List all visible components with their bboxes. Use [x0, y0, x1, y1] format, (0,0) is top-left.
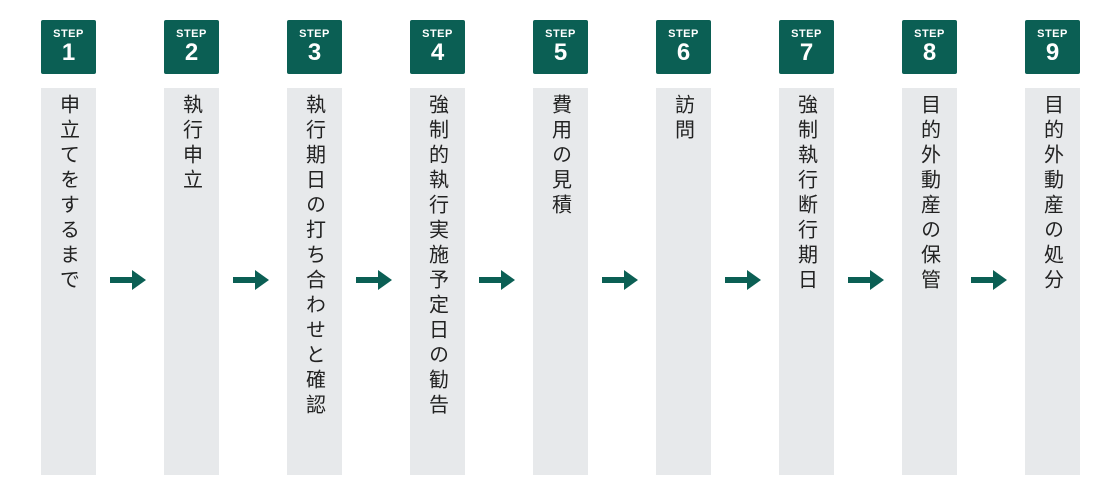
step-panel: 申立てをするまで — [41, 88, 96, 475]
arrow-right-icon — [110, 270, 146, 290]
step-number: 7 — [799, 39, 814, 66]
step-badge: STEP 8 — [902, 20, 957, 74]
step-text: 目的外動産の処分 — [1040, 94, 1065, 294]
step-1: STEP 1 申立てをするまで — [41, 20, 96, 475]
arrow-right-icon — [356, 270, 392, 290]
step-badge: STEP 1 — [41, 20, 96, 74]
step-number: 1 — [61, 39, 76, 66]
step-badge: STEP 2 — [164, 20, 219, 74]
step-badge: STEP 3 — [287, 20, 342, 74]
step-panel: 強制執行断行期日 — [779, 88, 834, 475]
step-label: STEP — [914, 28, 945, 40]
step-2: STEP 2 執行申立 — [164, 20, 219, 475]
step-panel: 執行期日の打ち合わせと確認 — [287, 88, 342, 475]
step-panel: 訪問 — [656, 88, 711, 475]
step-number: 8 — [922, 39, 937, 66]
step-badge: STEP 9 — [1025, 20, 1080, 74]
step-text: 強制的執行実施予定日の勧告 — [425, 94, 450, 419]
arrow-right-icon — [233, 270, 269, 290]
step-label: STEP — [176, 28, 207, 40]
step-badge: STEP 5 — [533, 20, 588, 74]
step-number: 4 — [430, 39, 445, 66]
step-6: STEP 6 訪問 — [656, 20, 711, 475]
step-3: STEP 3 執行期日の打ち合わせと確認 — [287, 20, 342, 475]
step-badge: STEP 4 — [410, 20, 465, 74]
step-text: 申立てをするまで — [56, 94, 81, 294]
step-label: STEP — [791, 28, 822, 40]
step-label: STEP — [422, 28, 453, 40]
step-text: 目的外動産の保管 — [917, 94, 942, 294]
step-text: 訪問 — [671, 94, 696, 144]
step-4: STEP 4 強制的執行実施予定日の勧告 — [410, 20, 465, 475]
step-number: 3 — [307, 39, 322, 66]
step-number: 5 — [553, 39, 568, 66]
step-label: STEP — [299, 28, 330, 40]
step-number: 2 — [184, 39, 199, 66]
step-5: STEP 5 費用の見積 — [533, 20, 588, 475]
step-panel: 執行申立 — [164, 88, 219, 475]
step-label: STEP — [1037, 28, 1068, 40]
step-text: 執行申立 — [179, 94, 204, 194]
step-label: STEP — [545, 28, 576, 40]
step-panel: 目的外動産の処分 — [1025, 88, 1080, 475]
step-number: 6 — [676, 39, 691, 66]
step-text: 強制執行断行期日 — [794, 94, 819, 294]
arrow-right-icon — [725, 270, 761, 290]
step-panel: 目的外動産の保管 — [902, 88, 957, 475]
step-7: STEP 7 強制執行断行期日 — [779, 20, 834, 475]
arrow-right-icon — [971, 270, 1007, 290]
step-label: STEP — [53, 28, 84, 40]
step-8: STEP 8 目的外動産の保管 — [902, 20, 957, 475]
arrow-right-icon — [602, 270, 638, 290]
step-badge: STEP 6 — [656, 20, 711, 74]
step-9: STEP 9 目的外動産の処分 — [1025, 20, 1080, 475]
step-badge: STEP 7 — [779, 20, 834, 74]
arrow-right-icon — [848, 270, 884, 290]
step-number: 9 — [1045, 39, 1060, 66]
arrow-right-icon — [479, 270, 515, 290]
step-panel: 費用の見積 — [533, 88, 588, 475]
step-panel: 強制的執行実施予定日の勧告 — [410, 88, 465, 475]
step-text: 費用の見積 — [548, 94, 573, 219]
step-text: 執行期日の打ち合わせと確認 — [302, 94, 327, 419]
step-label: STEP — [668, 28, 699, 40]
